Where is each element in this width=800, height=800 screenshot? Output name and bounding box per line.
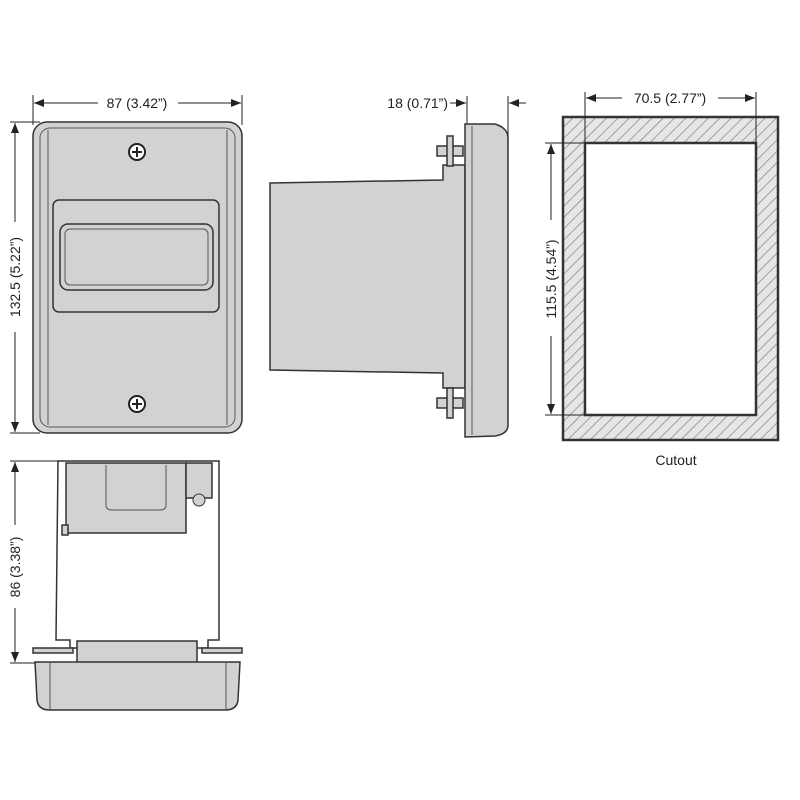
front-width-label: 87 (3.42”) (107, 95, 168, 111)
internal-module (65, 462, 187, 534)
side-body (269, 164, 466, 389)
screw-icon (128, 395, 146, 413)
connector-block (76, 640, 198, 664)
bottom-depth-label: 86 (3.38”) (7, 537, 23, 598)
side-depth-label: 18 (0.71”) (387, 95, 448, 111)
front-height-label: 132.5 (5.22”) (7, 237, 23, 317)
cutout-width-label: 70.5 (2.77”) (634, 90, 706, 106)
cutout-caption: Cutout (655, 452, 696, 468)
cutout-height-label: 115.5 (4.54”) (543, 239, 559, 318)
display-window (59, 223, 214, 291)
bottom-front-plate (34, 661, 241, 711)
front-view: 87 (3.42”) 132.5 (5.22”) (7, 95, 243, 434)
panel-hatch (561, 115, 780, 442)
side-front-plate (464, 123, 509, 438)
side-view: 18 (0.71”) (269, 95, 526, 438)
bottom-view: 86 (3.38”) (7, 460, 243, 711)
screw-icon (128, 143, 146, 161)
cutout-view: 70.5 (2.77”) 115.5 (4.54”) Cutout (543, 90, 780, 468)
front-bezel (39, 127, 236, 428)
